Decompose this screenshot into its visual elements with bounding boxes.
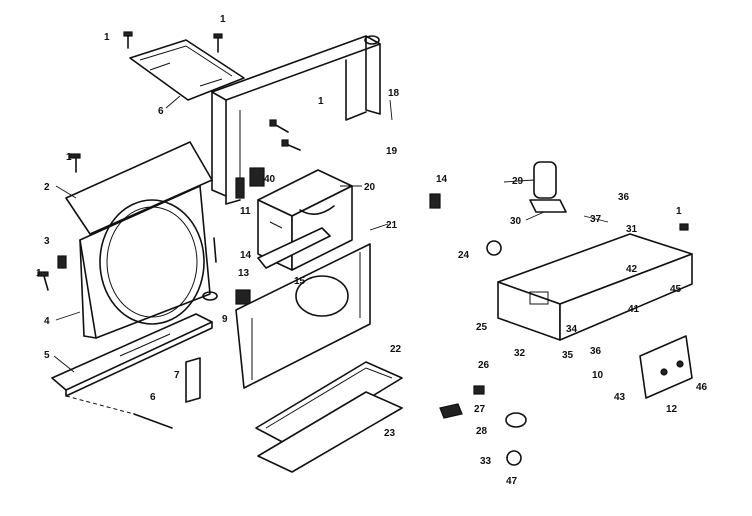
- callout-43: 43: [614, 392, 626, 403]
- callout-13: 13: [238, 268, 250, 279]
- callout-29: 29: [512, 176, 524, 187]
- callout-40: 40: [264, 174, 276, 185]
- callout-30: 30: [510, 216, 522, 227]
- capacitor-13: [235, 289, 251, 305]
- drain-pan-23: [257, 391, 403, 473]
- callout-35: 35: [562, 350, 574, 361]
- callout-1-left-lower: 1: [36, 268, 42, 279]
- callout-25: 25: [476, 322, 488, 333]
- callout-labels: 1 1 1 1 1 1 2 3 4 5 6 6 7 9 10 11 12 13 …: [36, 14, 708, 487]
- callout-31: 31: [626, 224, 638, 235]
- callout-21: 21: [386, 220, 398, 231]
- callout-36-bottom: 36: [590, 346, 602, 357]
- callout-46: 46: [696, 382, 708, 393]
- callout-1-right: 1: [676, 206, 682, 217]
- bracket-15: [257, 227, 331, 269]
- leader-lines: [53, 95, 609, 373]
- control-chassis: [497, 233, 693, 341]
- screw-left-lower: [37, 271, 49, 291]
- motor-29: [529, 161, 567, 213]
- callout-5: 5: [44, 350, 50, 361]
- callout-26: 26: [478, 360, 490, 371]
- knob-33: [505, 412, 527, 428]
- callout-11: 11: [240, 206, 251, 217]
- dashed-assembly-line: [65, 395, 135, 415]
- side-panel-with-fan-opening: [65, 141, 213, 339]
- callout-37: 37: [590, 214, 602, 225]
- bracket-7: [185, 357, 201, 403]
- screw-top-left: [123, 31, 133, 49]
- callout-33: 33: [480, 456, 492, 467]
- callout-7: 7: [174, 370, 180, 381]
- callout-14-right: 14: [436, 174, 448, 185]
- callout-42: 42: [626, 264, 638, 275]
- top-cover-plate: [129, 39, 245, 101]
- callout-3: 3: [44, 236, 50, 247]
- grommet-9: [202, 291, 218, 301]
- callout-4: 4: [44, 316, 50, 327]
- callout-10: 10: [592, 370, 604, 381]
- coil-40: [249, 167, 265, 187]
- callout-20: 20: [364, 182, 376, 193]
- callout-9: 9: [222, 314, 228, 325]
- part-14-left: [213, 237, 217, 263]
- screw-left-upper: [69, 153, 81, 173]
- screw-1-right: [679, 223, 689, 231]
- control-panel-43: [639, 335, 693, 399]
- callout-12: 12: [666, 404, 678, 415]
- callout-1-top-left: 1: [104, 32, 110, 43]
- pin-8: [133, 413, 173, 429]
- callout-1-left: 1: [66, 152, 72, 163]
- rear-housing-frame: [211, 35, 381, 205]
- callout-6-bottom: 6: [150, 392, 156, 403]
- callout-14-left: 14: [240, 250, 252, 261]
- clip-27: [473, 385, 485, 395]
- drain-pan-22: [255, 361, 403, 447]
- screw-top-center: [213, 33, 223, 53]
- callout-24: 24: [458, 250, 470, 261]
- bracket-28: [439, 403, 463, 419]
- callout-15: 15: [294, 276, 306, 287]
- callout-22: 22: [390, 344, 402, 355]
- base-rail: [51, 313, 213, 397]
- callout-23: 23: [384, 428, 396, 439]
- callout-45: 45: [670, 284, 682, 295]
- callout-1-rear: 1: [318, 96, 324, 107]
- callout-36-top: 36: [618, 192, 630, 203]
- switch-14-right: [429, 193, 441, 209]
- bracket-3: [57, 255, 67, 269]
- callout-47: 47: [506, 476, 518, 487]
- knob-47: [506, 450, 522, 466]
- callout-41: 41: [628, 304, 640, 315]
- screw-1-rear: [281, 139, 301, 151]
- callout-32: 32: [514, 348, 526, 359]
- part-11: [235, 177, 245, 199]
- callout-28: 28: [476, 426, 488, 437]
- callout-2: 2: [44, 182, 50, 193]
- callout-1-top-center: 1: [220, 14, 226, 25]
- callout-18: 18: [388, 88, 400, 99]
- callout-27: 27: [474, 404, 486, 415]
- callout-34: 34: [566, 324, 578, 335]
- callout-19: 19: [386, 146, 398, 157]
- screw-1-center: [269, 119, 289, 133]
- callout-6-top: 6: [158, 106, 164, 117]
- divider-panel: [235, 243, 371, 389]
- knob-24: [486, 240, 502, 256]
